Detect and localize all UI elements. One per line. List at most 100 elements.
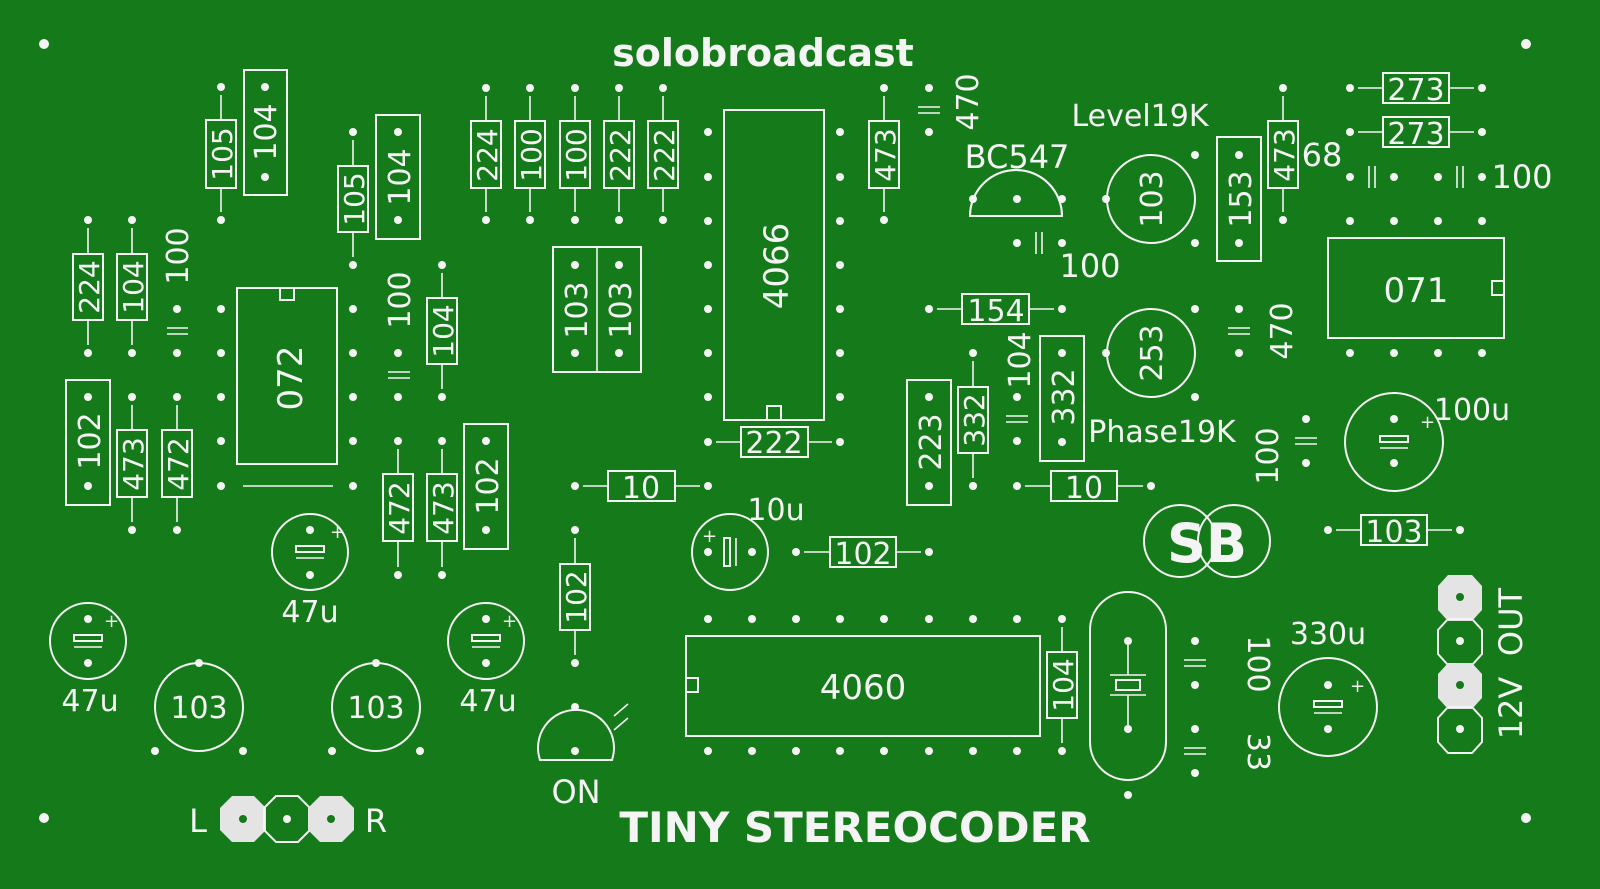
mounting-holes [39, 39, 1531, 823]
sb-logo: SB [1143, 504, 1271, 578]
component-value-label: 273 [1387, 73, 1444, 108]
board-title: TINY STEREOCODER [619, 803, 1090, 852]
resistor-102-c: 102 [559, 526, 593, 667]
resistor-105-b: 105 [337, 128, 371, 269]
ic-4066: 4066 [704, 109, 844, 421]
capacitor-100-e: 100 [1251, 415, 1317, 485]
component-value-label: 4060 [820, 668, 907, 708]
resistor-222-b: 222 [647, 84, 681, 224]
component-value-label: 33 [1240, 733, 1275, 771]
ic-072: 072 [217, 287, 357, 465]
electrolytic-47u-a: + 47u [271, 513, 349, 630]
resistor-222-c: 222 [704, 426, 844, 461]
component-value-label: 105 [338, 172, 371, 225]
component-value-label: 470 [951, 73, 986, 130]
component-value-label: 473 [1268, 128, 1301, 181]
component-value-label: 104 [249, 103, 284, 160]
resistor-100-b: 100 [559, 84, 593, 224]
resistor-10-a: 10 [571, 470, 712, 506]
component-value-label: 100 [1059, 247, 1120, 285]
capacitor-100-b: 100 [383, 271, 418, 401]
resistor-222-a: 222 [603, 84, 637, 224]
component-value-label: 222 [648, 128, 681, 181]
output-label: OUT [1492, 587, 1530, 656]
resistor-10-b: 10 [1013, 470, 1155, 506]
capacitor-100-c: 100 [1013, 232, 1121, 285]
resistor-104-f: 104 [1046, 615, 1080, 755]
component-value-label: SB [1167, 512, 1247, 575]
component-value-label: 222 [745, 426, 802, 461]
resistor-103-c: 103 [1324, 514, 1464, 550]
component-value-label: 222 [604, 128, 637, 181]
component-value-label: + [330, 522, 345, 543]
component-value-label: 104 [1047, 658, 1080, 711]
component-value-label: 473 [117, 437, 150, 490]
component-value-label: 071 [1384, 271, 1449, 311]
resistor-273-b: 273 [1346, 116, 1486, 152]
component-value-label: 103 [604, 281, 639, 338]
component-value-label: 103 [560, 281, 595, 338]
component-value-label: 273 [1387, 117, 1444, 152]
resistor-332-a: 332 [957, 349, 991, 490]
capacitor-33: 33 [1184, 725, 1275, 777]
resistor-224-a: 224 [72, 216, 106, 357]
component-value-label: 10u [747, 493, 804, 528]
resistor-104-c: 104 [116, 216, 150, 357]
component-value-label: 472 [162, 437, 195, 490]
component-value-label: 223 [914, 413, 949, 470]
resistor-102-d: 102 [792, 536, 933, 572]
resistor-153: 153 [1216, 136, 1262, 262]
component-value-label: + [104, 611, 119, 632]
component-value-label: + [702, 526, 717, 547]
trimmer-103-b: 103 [151, 659, 247, 755]
component-value-label: 100 [1491, 158, 1552, 196]
electrolytic-330u: + 330u [1278, 617, 1378, 757]
capacitor-104-e: 104 [1003, 331, 1038, 445]
left-channel-label: L [189, 802, 207, 840]
trimmer-103-a: 103 Level19K [1071, 99, 1210, 247]
component-value-label: 100 [560, 128, 593, 181]
level-label: Level19K [1071, 99, 1209, 134]
component-value-label: 100u [1434, 393, 1510, 428]
electrolytic-100u: + 100u [1344, 392, 1510, 492]
component-value-label: 105 [206, 127, 239, 180]
right-channel-label: R [365, 802, 387, 840]
resistor-473-c: 473 [116, 393, 150, 534]
power-led: ON [537, 703, 629, 811]
component-value-label: 103 [1365, 515, 1422, 550]
component-value-label: 102 [560, 570, 593, 623]
component-value-label: 103 [347, 691, 404, 726]
capacitor-470-b: 470 [1228, 302, 1300, 360]
power-label: 12V [1492, 677, 1530, 740]
component-value-label: 102 [834, 537, 891, 572]
capacitor-pair-100: 100 [1346, 158, 1553, 196]
component-value-label: 473 [869, 128, 902, 181]
component-value-label: + [1350, 676, 1365, 697]
component-value-label: 104 [383, 148, 418, 205]
component-value-label: + [1420, 412, 1435, 433]
component-value-label: 100 [383, 271, 418, 328]
resistor-104-b: 104 [375, 114, 421, 240]
component-value-label: 154 [967, 294, 1024, 329]
component-value-label: 224 [471, 128, 504, 181]
component-value-label: 100 [161, 227, 196, 284]
component-value-label: 10 [1065, 471, 1103, 506]
component-value-label: 100 [1240, 635, 1275, 692]
resistor-472-b: 472 [382, 437, 416, 579]
component-value-label: 104 [427, 304, 460, 357]
electrolytic-47u-c: + 47u [447, 602, 525, 719]
component-value-label: 100 [515, 128, 548, 181]
component-value-label: 153 [1224, 170, 1259, 227]
led-label: ON [551, 773, 600, 811]
electrolytic-10u: + 10u [691, 493, 805, 591]
resistor-105-a: 105 [205, 83, 239, 224]
trimmer-103-c: 103 [328, 659, 424, 755]
capacitor-100-a: 100 [161, 227, 196, 357]
capacitor-68-label: 68 [1302, 136, 1343, 174]
resistor-103-pair: 103 103 [552, 246, 642, 373]
transistor-bc547: BC547 [965, 138, 1069, 217]
component-value-label: 253 [1135, 324, 1170, 381]
component-value-label: + [502, 611, 517, 632]
component-value-label: 224 [73, 260, 106, 313]
